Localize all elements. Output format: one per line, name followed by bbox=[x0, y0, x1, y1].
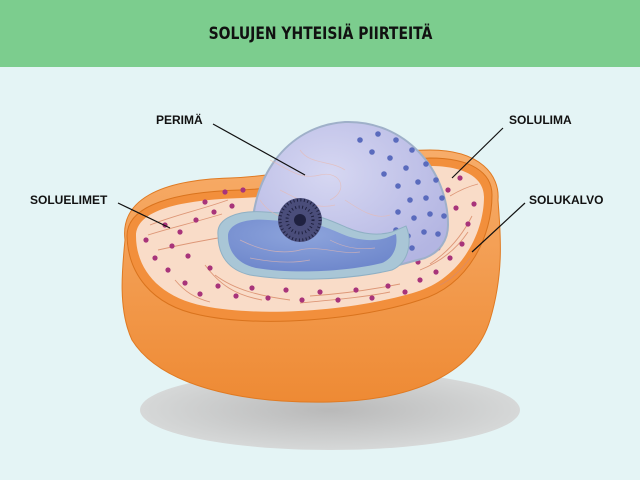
nucleolus-texture-inner bbox=[285, 205, 315, 235]
nucleus-interior bbox=[228, 219, 397, 272]
leader-line-genome bbox=[212, 123, 306, 176]
label-cytoplasm: SOLULIMA bbox=[509, 113, 572, 127]
nucleolus-core bbox=[294, 214, 306, 226]
label-genome: PERIMÄ bbox=[156, 113, 203, 127]
leader-line-membrane bbox=[471, 202, 526, 253]
header-bar: SOLUJEN YHTEISIÄ PIIRTEITÄ bbox=[0, 0, 640, 67]
leader-line-organelles bbox=[117, 202, 171, 229]
label-organelles: SOLUELIMET bbox=[30, 193, 108, 207]
organelle-dots bbox=[143, 175, 477, 303]
page-title: SOLUJEN YHTEISIÄ PIIRTEITÄ bbox=[208, 23, 432, 44]
nucleolus-texture bbox=[278, 198, 322, 242]
leader-line-cytoplasm bbox=[451, 127, 504, 179]
label-membrane: SOLUKALVO bbox=[529, 193, 604, 207]
leader-lines bbox=[117, 123, 526, 253]
